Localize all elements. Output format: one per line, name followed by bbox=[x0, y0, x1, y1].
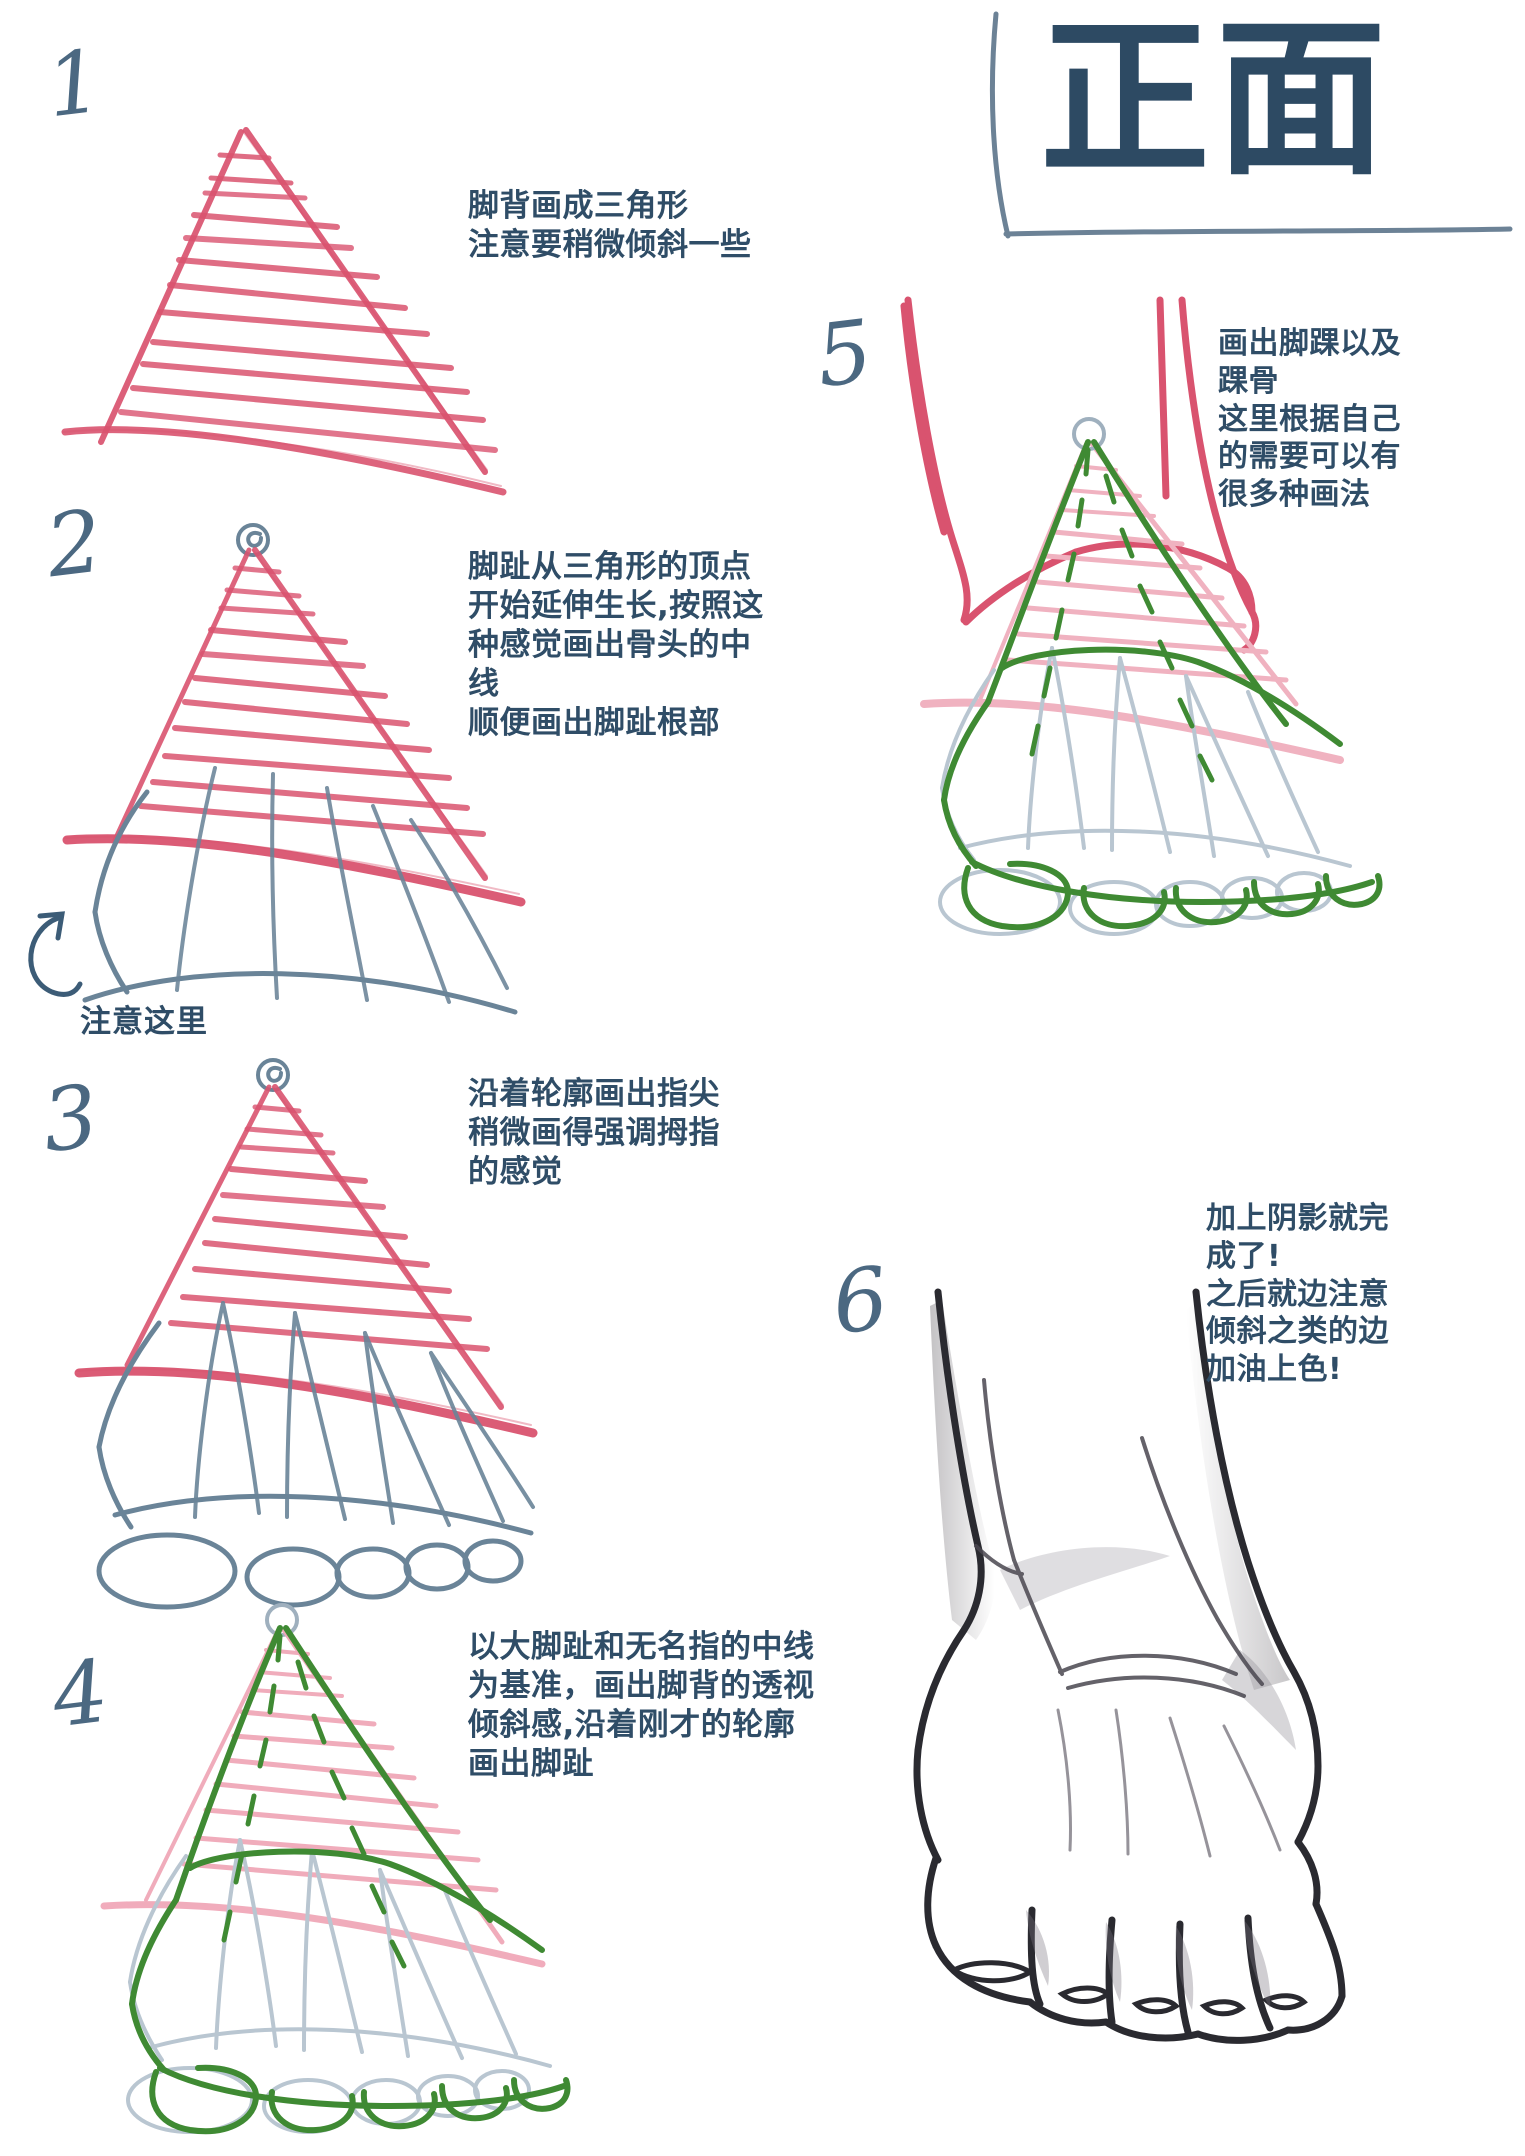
title-block: 正面 bbox=[952, 1, 1513, 239]
step-1-caption: 脚背画成三角形 注意要稍微倾斜一些 bbox=[468, 188, 752, 264]
step-2-caption: 脚趾从三角形的顶点 开始延伸生长,按照这 种感觉画出骨头的中 线 顺便画出脚趾根… bbox=[468, 549, 764, 742]
attention-arrow-icon bbox=[18, 900, 128, 1010]
step-4-caption: 以大脚趾和无名指的中线 为基准，画出脚背的透视 倾斜感,沿着刚才的轮廓 画出脚趾 bbox=[468, 1629, 815, 1783]
step-1-artwork bbox=[55, 120, 515, 500]
step-3-artwork bbox=[55, 1055, 538, 1615]
step-2-artwork bbox=[55, 520, 526, 1015]
step-5-artwork bbox=[860, 296, 1460, 1130]
step-6-caption: 加上阴影就完 成了! 之后就边注意 倾斜之类的边 加油上色! bbox=[1206, 1201, 1389, 1388]
attention-note-label: 注意这里 bbox=[80, 1004, 208, 1040]
step-3-caption: 沿着轮廓画出指尖 稍微画得强调拇指 的感觉 bbox=[468, 1076, 720, 1191]
step-5-caption: 画出脚踝以及 踝骨 这里根据自己 的需要可以有 很多种画法 bbox=[1218, 326, 1401, 513]
step-4-artwork bbox=[90, 1600, 571, 2140]
step-6-artwork bbox=[880, 1270, 1470, 2150]
title-frame-icon bbox=[989, 11, 1513, 239]
page-title: 正面 bbox=[1040, 1, 1393, 199]
step-number-1: 1 bbox=[41, 31, 108, 138]
